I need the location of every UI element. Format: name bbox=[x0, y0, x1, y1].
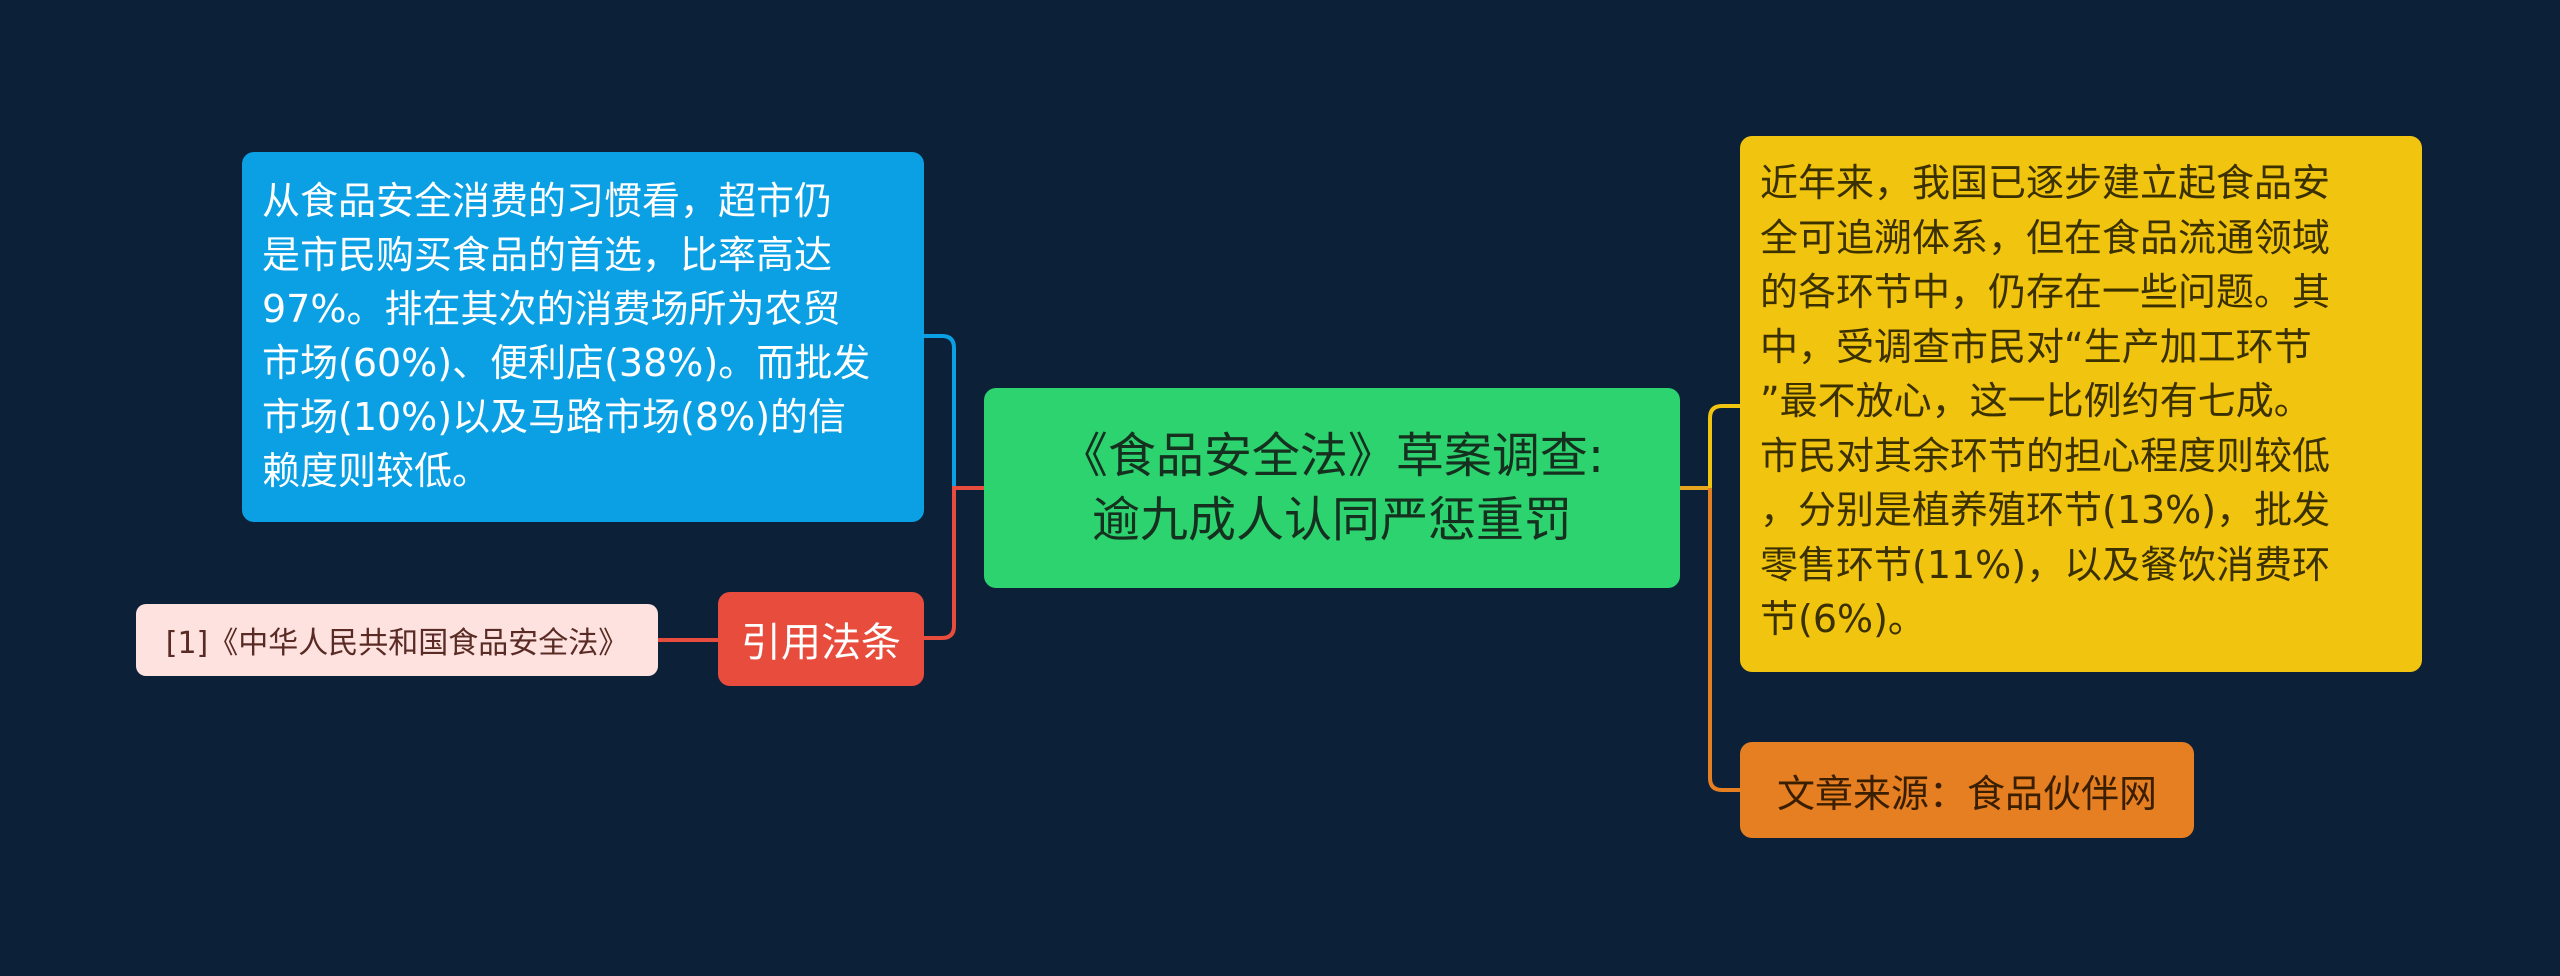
source-node[interactable]: 文章来源：食品伙伴网 bbox=[1740, 742, 2194, 838]
ref-item-text: [1]《中华人民共和国食品安全法》 bbox=[165, 626, 629, 661]
connector-central-to-ref bbox=[924, 486, 984, 640]
central-topic-text: 《食品安全法》草案调查: 逾九成人认同严惩重罚 bbox=[1059, 428, 1605, 548]
source-text: 文章来源：食品伙伴网 bbox=[1776, 771, 2157, 816]
connector-central-to-source bbox=[1708, 488, 1740, 792]
right-main-node[interactable]: 近年来，我国已逐步建立起食品安 全可追溯体系，但在食品流通领域 的各环节中，仍存… bbox=[1740, 136, 2422, 672]
connector-central-to-right-main bbox=[1708, 404, 1740, 488]
ref-label-node[interactable]: 引用法条 bbox=[718, 592, 924, 686]
ref-item-node[interactable]: [1]《中华人民共和国食品安全法》 bbox=[136, 604, 658, 676]
central-topic-node[interactable]: 《食品安全法》草案调查: 逾九成人认同严惩重罚 bbox=[984, 388, 1680, 588]
left-main-text: 从食品安全消费的习惯看，超市仍 是市民购买食品的首选，比率高达 97%。排在其次… bbox=[262, 179, 871, 493]
ref-label-text: 引用法条 bbox=[741, 620, 901, 666]
connector-central-to-left-main bbox=[924, 334, 984, 490]
right-main-text: 近年来，我国已逐步建立起食品安 全可追溯体系，但在食品流通领域 的各环节中，仍存… bbox=[1760, 161, 2331, 641]
left-main-node[interactable]: 从食品安全消费的习惯看，超市仍 是市民购买食品的首选，比率高达 97%。排在其次… bbox=[242, 152, 924, 522]
